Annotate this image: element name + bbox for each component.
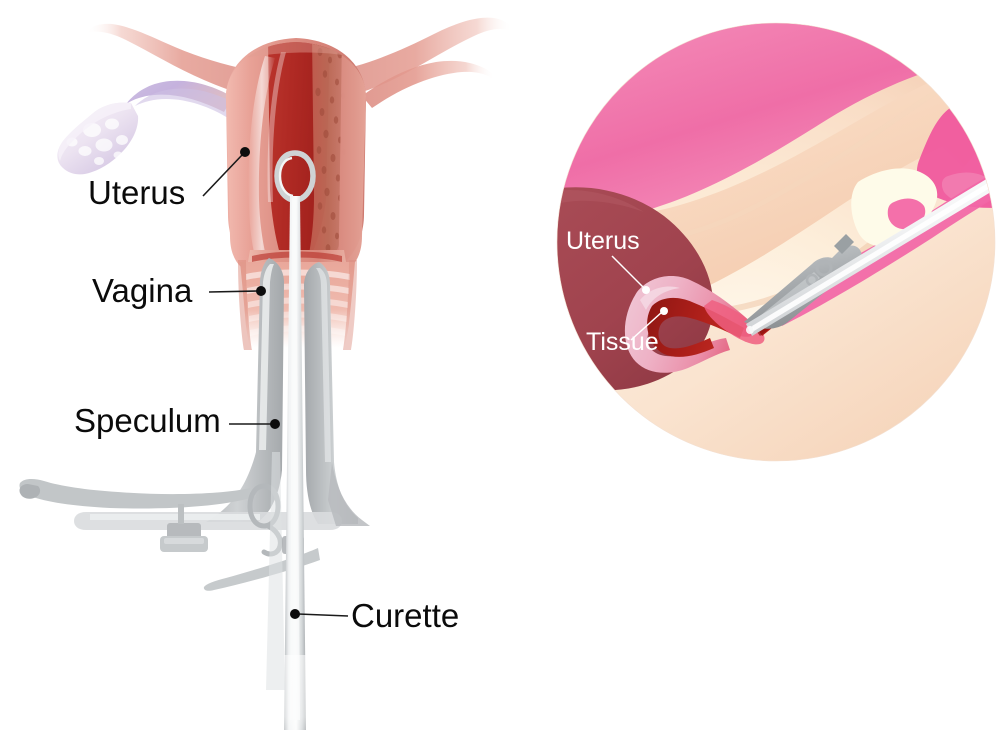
uterus-broad-ligament-right [350,17,513,95]
label-inset-uterus-dot [642,286,650,294]
speculum-instrument [19,258,370,591]
uterus-internal-layers [226,42,366,282]
label-inset-uterus: Uterus [566,227,650,294]
label-inset-uterus-text: Uterus [566,227,640,255]
label-vagina-text: Vagina [92,272,193,309]
inset-abdomen [557,104,995,461]
label-inset-tissue-dot [660,307,668,315]
label-speculum-text: Speculum [74,402,221,439]
right-fallopian-tube [362,60,496,108]
label-uterus-text: Uterus [88,174,185,211]
inset-drape-pink-top [557,23,995,220]
label-vagina-dot [256,286,266,296]
label-curette-dot [290,609,300,619]
speculum-thumbscrew [160,523,208,552]
uterus-broad-ligament-left [86,23,246,96]
curette-instrument [266,150,316,743]
curette-secondary-rod [266,452,285,690]
label-uterus-leader [202,153,244,197]
label-inset-tissue: Tissue [586,307,668,356]
inset-label-group: Uterus Tissue [566,227,668,356]
label-curette-text: Curette [351,597,459,634]
main-label-group: Uterus Vagina Speculum Curette [74,147,459,634]
label-speculum: Speculum [74,402,280,439]
inset-circle-border [556,22,996,462]
label-vagina: Vagina [92,272,266,309]
speculum-foot-right [328,462,370,526]
ovary-follicles [66,118,128,165]
speculum-arm-left [19,478,257,509]
speculum-blade-right [304,262,358,524]
label-curette: Curette [290,597,459,634]
label-uterus: Uterus [88,147,250,211]
label-inset-uterus-leader [611,255,646,290]
label-curette-leader [297,613,349,617]
label-vagina-leader [208,290,259,293]
label-inset-tissue-text: Tissue [586,328,659,356]
main-anatomy-group [19,17,513,743]
left-ovary [57,102,139,175]
label-inset-tissue-leader [630,311,663,341]
endometrium-texture [315,48,346,266]
left-fallopian-tube [126,80,233,118]
label-uterus-dot [240,147,250,157]
label-speculum-dot [270,419,280,429]
